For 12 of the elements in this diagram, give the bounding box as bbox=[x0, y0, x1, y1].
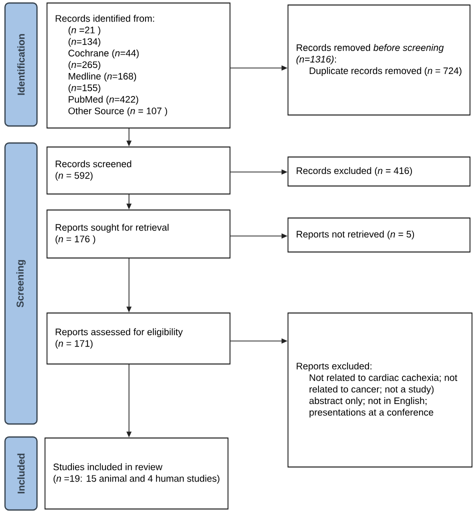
process-box: Reports not retrieved (n = 5) bbox=[288, 218, 470, 252]
process-box: Records screened (n = 592) bbox=[46, 146, 230, 194]
process-box: Reports sought for retrieval (n = 176 ) bbox=[46, 210, 230, 258]
process-box: Records removed before screening (n=1316): Duplicate records removed (n = 724) bbox=[288, 4, 470, 116]
process-box: Reports assessed for eligibility (n = 171) bbox=[46, 312, 230, 364]
process-box: Studies included in review (n =19: 15 animal and 4 human studies) bbox=[44, 438, 228, 510]
stage-label-bar: Included bbox=[4, 436, 38, 511]
process-box: Records identified from: (n =21 ) (n=134) Cochrane (n=44) (n=265) Medline (n=168) (n=155) PubMed (n=422) Other Source (n = 107 ) bbox=[46, 2, 230, 128]
process-box: Records excluded (n = 416) bbox=[288, 156, 470, 186]
process-box: Reports excluded: Not related to cardiac cachexia; not related to cancer; not a study) abstract only; not in English; presentations at a conference bbox=[288, 312, 472, 468]
stage-label-bar: Identification bbox=[4, 2, 38, 127]
stage-label-bar: Screening bbox=[4, 142, 38, 425]
